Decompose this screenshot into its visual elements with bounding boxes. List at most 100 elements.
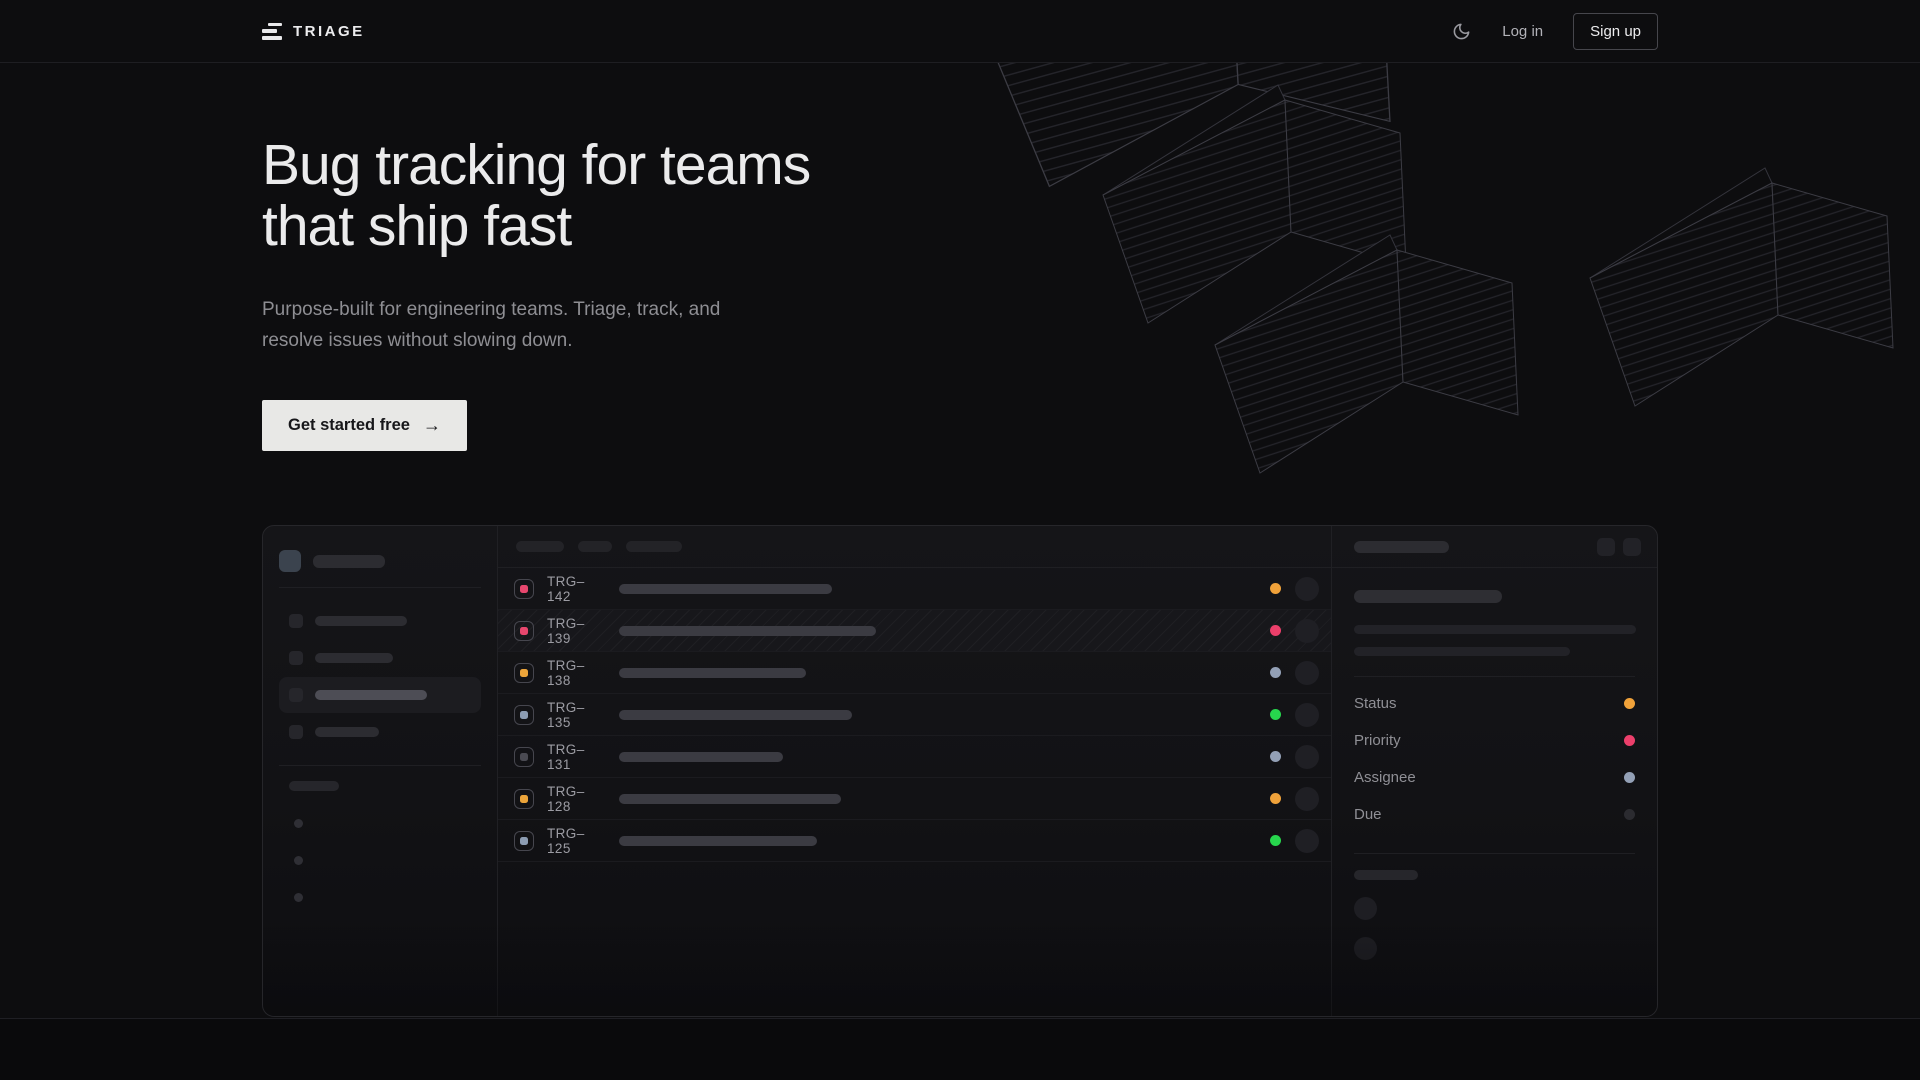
skeleton-bar <box>1354 870 1418 880</box>
divider <box>1354 853 1635 854</box>
detail-field-assignee[interactable]: Assignee <box>1354 759 1635 796</box>
divider <box>279 587 481 588</box>
workspace-avatar <box>279 550 301 572</box>
skeleton-bar <box>1354 625 1636 634</box>
issue-type-icon <box>514 704 534 725</box>
workspace-switcher[interactable] <box>279 550 481 572</box>
detail-field-status[interactable]: Status <box>1354 685 1635 722</box>
skeleton-bar <box>313 554 385 568</box>
status-dot <box>1270 667 1281 678</box>
assignee-avatar <box>1295 786 1319 811</box>
panel-action-button[interactable] <box>1597 537 1615 556</box>
issue-id: TRG–128 <box>547 783 585 814</box>
issue-row[interactable]: TRG–131 <box>498 736 1331 778</box>
filter-pill[interactable] <box>516 541 564 552</box>
login-link[interactable]: Log in <box>1502 22 1544 40</box>
field-label: Priority <box>1354 732 1401 749</box>
issue-list: TRG–142 TRG–139 TRG–138 <box>498 526 1331 1016</box>
skeleton-bar <box>315 653 393 663</box>
issue-type-icon <box>514 578 534 599</box>
label-dot <box>294 893 303 902</box>
issue-type-icon <box>514 830 534 851</box>
issue-row[interactable]: TRG–125 <box>498 820 1331 862</box>
filter-pill[interactable] <box>626 541 682 552</box>
issue-row[interactable]: TRG–142 <box>498 568 1331 610</box>
due-dot <box>1624 809 1635 820</box>
triage-logo-icon <box>262 22 282 40</box>
issue-type-icon <box>514 662 534 683</box>
footer-strip <box>0 1019 1920 1080</box>
filter-pill[interactable] <box>578 541 612 552</box>
get-started-button[interactable]: Get started free → <box>262 400 467 451</box>
status-dot <box>1270 793 1281 804</box>
assignee-avatar <box>1295 828 1319 853</box>
status-dot <box>1270 751 1281 762</box>
skeleton-bar <box>1354 590 1502 603</box>
issue-row[interactable]: TRG–138 <box>498 652 1331 694</box>
detail-field-priority[interactable]: Priority <box>1354 722 1635 759</box>
issue-type-icon <box>514 746 534 767</box>
issue-row[interactable]: TRG–135 <box>498 694 1331 736</box>
issue-detail-panel: Status Priority Assignee Due <box>1331 526 1657 1016</box>
sidebar-item[interactable] <box>279 714 481 750</box>
app-mockup-card: TRG–142 TRG–139 TRG–138 <box>262 525 1658 1017</box>
status-dot <box>1270 835 1281 846</box>
divider <box>1354 676 1635 677</box>
brand-logo[interactable]: TRIAGE <box>262 22 365 40</box>
sidebar-item-icon <box>289 614 303 628</box>
status-dot <box>1270 709 1281 720</box>
issue-row[interactable]: TRG–139 <box>498 610 1331 652</box>
status-dot <box>1624 698 1635 709</box>
skeleton-bar <box>619 751 783 762</box>
mockup-sidebar <box>263 526 498 1016</box>
assignee-dot <box>1624 772 1635 783</box>
skeleton-bar <box>619 793 841 804</box>
assignee-avatar <box>1295 744 1319 769</box>
divider <box>279 765 481 766</box>
theme-toggle-moon-icon[interactable] <box>1450 20 1472 42</box>
issue-type-icon <box>514 620 534 641</box>
signup-button[interactable]: Sign up <box>1573 12 1658 50</box>
priority-dot <box>1624 735 1635 746</box>
list-header-filters <box>498 526 1331 568</box>
sidebar-item[interactable] <box>279 640 481 676</box>
sidebar-item-icon <box>289 688 303 702</box>
sidebar-item-active[interactable] <box>279 677 481 713</box>
assignee-avatar <box>1295 618 1319 643</box>
skeleton-bar <box>619 625 876 636</box>
skeleton-bar <box>315 727 379 737</box>
skeleton-bar <box>289 781 339 791</box>
assignee-avatar <box>1295 702 1319 727</box>
detail-panel-header <box>1332 526 1657 568</box>
issue-row[interactable]: TRG–128 <box>498 778 1331 820</box>
issue-id: TRG–131 <box>547 741 585 772</box>
detail-field-due[interactable]: Due <box>1354 796 1635 833</box>
issue-id: TRG–139 <box>547 615 585 646</box>
issue-id: TRG–142 <box>547 573 585 604</box>
skeleton-bar <box>1354 540 1449 553</box>
issue-type-icon <box>514 788 534 809</box>
field-label: Status <box>1354 695 1397 712</box>
status-dot <box>1270 625 1281 636</box>
comment-avatar <box>1354 897 1377 920</box>
sidebar-item[interactable] <box>279 603 481 639</box>
issue-id: TRG–125 <box>547 825 585 856</box>
panel-action-button[interactable] <box>1623 537 1641 556</box>
brand-name: TRIAGE <box>293 22 365 40</box>
label-dot <box>294 819 303 828</box>
navbar: TRIAGE Log in Sign up <box>0 0 1920 63</box>
assignee-avatar <box>1295 576 1319 601</box>
comment-avatar <box>1354 937 1377 960</box>
field-label: Assignee <box>1354 769 1416 786</box>
skeleton-bar <box>315 616 407 626</box>
sidebar-item-icon <box>289 725 303 739</box>
skeleton-bar <box>1354 647 1570 656</box>
skeleton-bar <box>619 835 817 846</box>
status-dot <box>1270 583 1281 594</box>
issue-id: TRG–138 <box>547 657 585 688</box>
assignee-avatar <box>1295 660 1319 685</box>
hero-subtitle: Purpose-built for engineering teams. Tri… <box>262 299 721 351</box>
issue-id: TRG–135 <box>547 699 585 730</box>
